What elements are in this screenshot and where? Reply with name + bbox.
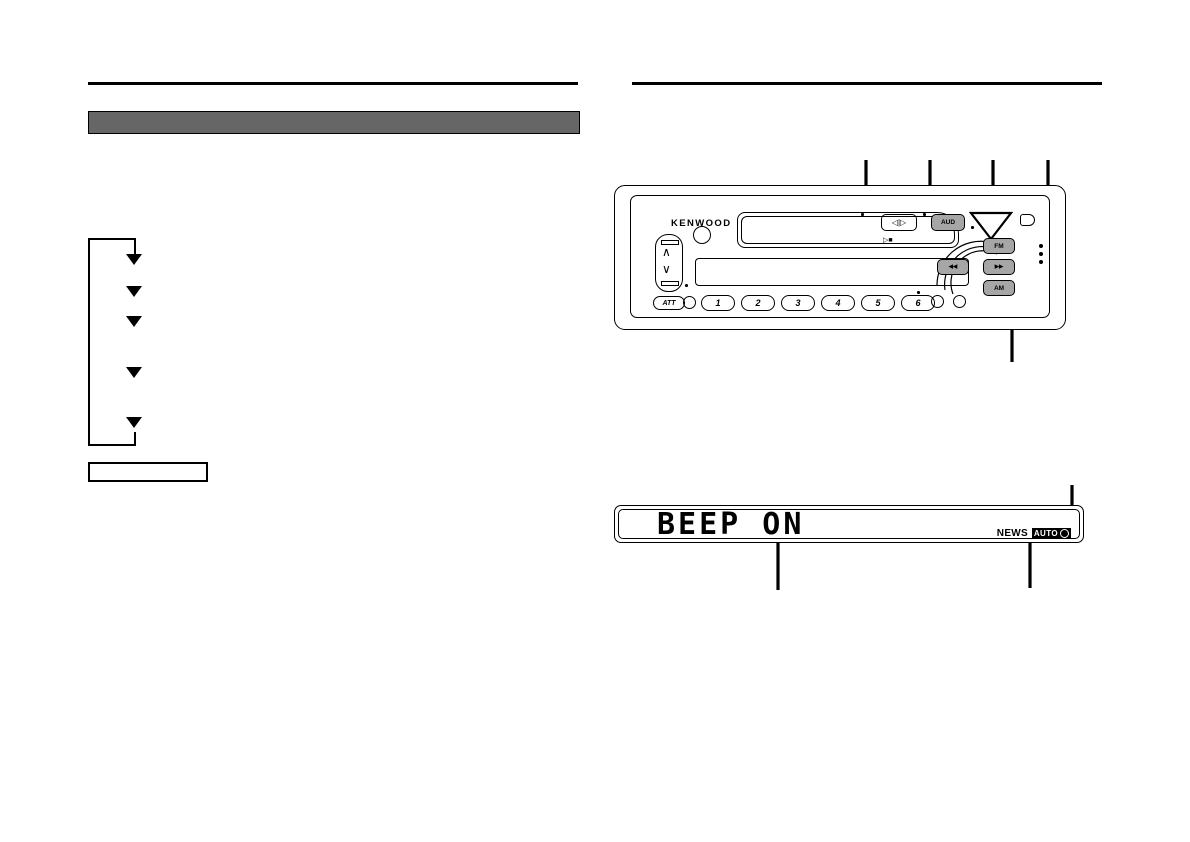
source-button[interactable]: ◁|▷ — [881, 214, 917, 231]
faceplate-right-tab — [1020, 214, 1035, 226]
release-triangle-icon — [969, 211, 1013, 241]
source-button-glyph-icon: ◁|▷ — [891, 218, 907, 227]
faceplate-inner-panel: KENWOOD ∧ ∨ ATT 1 2 3 4 5 6 ◁|▷ — [630, 195, 1050, 318]
indicator-dots — [1039, 244, 1043, 268]
indicator-dot-1 — [1039, 244, 1043, 248]
volume-down-chevron-icon: ∨ — [662, 262, 671, 276]
panel-dot-c — [971, 226, 974, 229]
section-header-band — [88, 111, 580, 134]
auto-indicator-label: AUTO — [1033, 529, 1058, 538]
play-stop-marking-icon: ▷■ — [883, 237, 893, 244]
step-arrow-3 — [126, 316, 142, 327]
panel-dot-a — [861, 213, 864, 216]
release-knob[interactable] — [693, 226, 711, 244]
lcd-main-text: BEEP ON — [657, 507, 805, 542]
preset-button-4[interactable]: 4 — [821, 295, 855, 311]
aud-button-label: AUD — [940, 219, 956, 226]
am-button-label: AM — [993, 284, 1005, 292]
step-arrow-5 — [126, 417, 142, 428]
auto-indicator-ring-icon — [1060, 529, 1069, 538]
track-back-button[interactable]: ◀◀ — [937, 259, 969, 275]
cassette-slot-inner — [741, 216, 955, 244]
kenwood-logo: KENWOOD — [671, 218, 732, 229]
preset-button-5[interactable]: 5 — [861, 295, 895, 311]
volume-up-bar — [661, 240, 679, 245]
right-column-top-rule — [632, 82, 1102, 85]
track-back-icon: ◀◀ — [948, 264, 958, 270]
loop-top-drop — [134, 238, 136, 256]
track-fwd-icon: ▶▶ — [994, 264, 1004, 270]
att-button[interactable]: ATT — [653, 296, 685, 310]
panel-dot-left — [685, 284, 688, 287]
aud-button[interactable]: AUD — [931, 214, 965, 231]
volume-up-chevron-icon: ∧ — [662, 245, 671, 259]
step-arrow-1 — [126, 254, 142, 265]
track-fwd-button[interactable]: ▶▶ — [983, 259, 1015, 275]
volume-rocker[interactable]: ∧ ∨ — [655, 234, 683, 292]
preset-button-3[interactable]: 3 — [781, 295, 815, 311]
indicator-dot-2 — [1039, 252, 1043, 256]
loop-bottom-drop — [134, 432, 136, 446]
indicator-dot-3 — [1039, 260, 1043, 264]
panel-dot-d — [917, 291, 920, 294]
preset-button-1[interactable]: 1 — [701, 295, 735, 311]
knob-small-3[interactable] — [683, 296, 696, 309]
faceplate-display-window — [695, 258, 969, 286]
knob-small-2[interactable] — [953, 295, 966, 308]
preset-button-2[interactable]: 2 — [741, 295, 775, 311]
volume-down-bar — [661, 281, 679, 286]
fm-button-label: FM — [994, 242, 1004, 250]
faceplate-illustration: KENWOOD ∧ ∨ ATT 1 2 3 4 5 6 ◁|▷ — [614, 185, 1066, 330]
preset-button-6[interactable]: 6 — [901, 295, 935, 311]
knob-small-1[interactable] — [931, 295, 944, 308]
step-arrow-4 — [126, 367, 142, 378]
fm-button[interactable]: FM — [983, 238, 1015, 254]
am-button[interactable]: AM — [983, 280, 1015, 296]
procedure-loop-bracket — [88, 238, 138, 446]
loop-top-arm — [88, 238, 136, 240]
panel-dot-b — [923, 213, 926, 216]
loop-bottom-arm — [88, 444, 136, 446]
auto-indicator: AUTO — [1031, 528, 1071, 539]
left-column-top-rule — [88, 82, 578, 85]
procedure-end-box — [88, 462, 208, 482]
loop-left-spine — [88, 238, 90, 446]
lcd-display-figure: BEEP ON NEWS AUTO — [614, 505, 1084, 543]
news-indicator: NEWS — [996, 528, 1028, 539]
step-arrow-2 — [126, 286, 142, 297]
lcd-inner-border — [618, 509, 1080, 539]
cassette-slot — [737, 212, 959, 248]
